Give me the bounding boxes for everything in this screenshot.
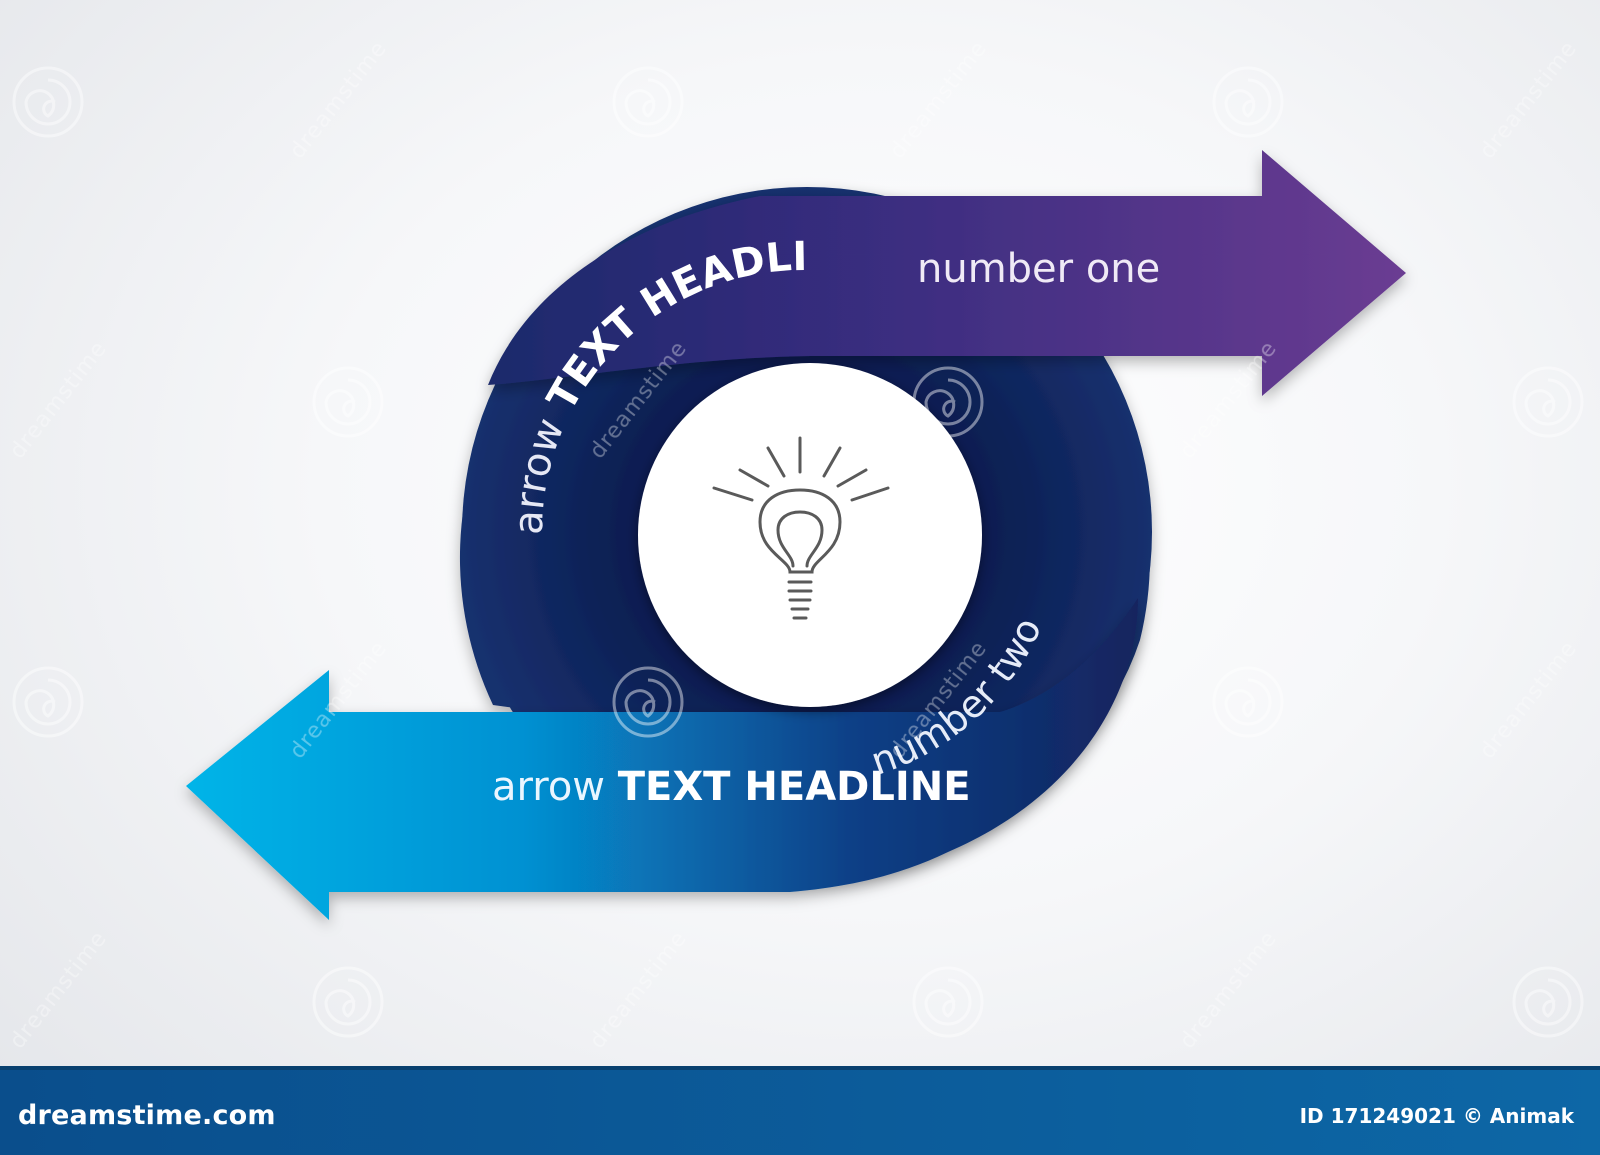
spiral-logo-icon [12, 666, 84, 738]
footer-image-id: ID 171249021 © Animak [1299, 1104, 1574, 1128]
watermark-text: dreamstime [885, 36, 992, 163]
footer-brand[interactable]: dreamstime.com [18, 1100, 276, 1131]
watermark-text: dreamstime [1475, 36, 1582, 163]
spiral-logo-icon [1512, 966, 1584, 1038]
footer-bar: dreamstime.com ID 171249021 © Animak [0, 1066, 1600, 1155]
spiral-logo-icon [1212, 66, 1284, 138]
spiral-logo-icon [12, 66, 84, 138]
diagram-stage: arrow TEXT HEADLINE number one arrow TEX… [5, 36, 1584, 1053]
watermark-text: dreamstime [1175, 926, 1282, 1053]
watermark-text: dreamstime [1475, 636, 1582, 763]
cycle-arrow-diagram: arrow TEXT HEADLINE number one arrow TEX… [5, 36, 1584, 1053]
lightbulb-icon [712, 436, 890, 620]
watermark-text: dreamstime [585, 926, 692, 1053]
watermark-text: dreamstime [5, 926, 112, 1053]
spiral-logo-icon [1512, 366, 1584, 438]
arrow-two-prefix: arrow [492, 764, 605, 810]
spiral-logo-icon [912, 966, 984, 1038]
center-disk [638, 363, 982, 707]
spiral-logo-icon [612, 666, 684, 738]
watermark-text: dreamstime [285, 36, 392, 163]
arrow-two-headline: TEXT HEADLINE [618, 764, 971, 810]
spiral-logo-icon [312, 966, 384, 1038]
watermark-layer [12, 66, 1584, 1038]
arrow-one [488, 150, 1406, 396]
spiral-logo-icon [312, 366, 384, 438]
spiral-logo-icon [1212, 666, 1284, 738]
spiral-logo-icon [612, 66, 684, 138]
svg-text:arrow TEXT HEADLINE: arrow TEXT HEADLINE [492, 764, 971, 810]
watermark-text: dreamstime [5, 336, 112, 463]
arrow-one-suffix: number one [917, 246, 1160, 292]
spiral-logo-icon [912, 366, 984, 438]
arrow-two [186, 598, 1138, 920]
